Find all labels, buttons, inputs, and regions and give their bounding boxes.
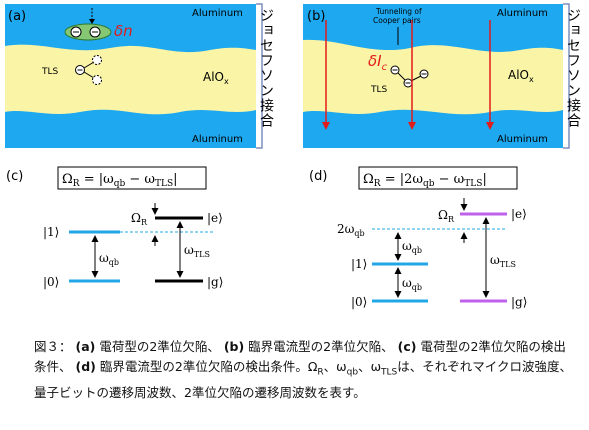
label-d: (d) [309, 169, 327, 184]
state-1-d: |1⟩ [351, 257, 367, 271]
condition-box-c [57, 166, 207, 190]
junction-label-b: ジョセフソン接合 [565, 8, 581, 128]
state-1-c: |1⟩ [43, 225, 59, 239]
barrier-b [303, 39, 563, 115]
barrier-label-a: AlOx [203, 70, 229, 86]
state-e-c: |e⟩ [207, 211, 223, 225]
tls-atom-icon [92, 55, 102, 65]
state-0-c: |0⟩ [43, 275, 59, 289]
electrode-top-label-b: Aluminum [497, 8, 548, 19]
label-a: (a) [8, 9, 26, 24]
bracket-a [256, 3, 263, 149]
panel-c: (c) ΩR = |ωqb − ωTLS| |1⟩ |0⟩ |e⟩ |g⟩ ωq… [6, 166, 223, 289]
condition-d: ΩR = |2ωqb − ωTLS| [363, 172, 487, 189]
state-g-d: |g⟩ [511, 295, 527, 309]
bracket-b [563, 3, 570, 149]
tls-label-a: TLS [41, 67, 59, 77]
state-0-d: |0⟩ [351, 295, 367, 309]
condition-c: ΩR = |ωqb − ωTLS| [62, 172, 178, 189]
panel-a: (a) Aluminum Aluminum AlOx TLS δn ジョセフソン… [5, 3, 274, 149]
label-b: (b) [307, 9, 325, 24]
figure: (a) Aluminum Aluminum AlOx TLS δn ジョセフソン… [5, 3, 581, 309]
charge-fluctuation-label: δn [114, 22, 133, 40]
current-fluctuation-label: δIc [368, 52, 388, 73]
barrier-a [5, 44, 256, 115]
electrode-bottom-label-b: Aluminum [497, 134, 548, 145]
electrode-top-label-a: Aluminum [192, 8, 243, 19]
omega-r-label-c: ΩR [131, 211, 148, 227]
two-omega-label-d: 2ωqb [337, 222, 365, 238]
junction-label-a: ジョセフソン接合 [258, 8, 274, 128]
label-c: (c) [6, 169, 23, 184]
barrier-label-b: AlOx [508, 68, 534, 84]
omega-qb-label-c: ωqb [99, 251, 119, 267]
omega-qb-label-lower-d: ωqb [402, 276, 422, 292]
electrode-bottom-label-a: Aluminum [192, 134, 243, 145]
figure-caption: 図３： (a) 電荷型の2準位欠陥、 (b) 臨界電流型の2準位欠陥、 (c) … [34, 339, 573, 400]
omega-tls-label-d: ωTLS [490, 253, 516, 269]
tls-label-b: TLS [370, 85, 388, 95]
panel-d: (d) ΩR = |2ωqb − ωTLS| 2ωqb |1⟩ |0⟩ |e⟩ … [309, 166, 527, 309]
omega-tls-label-c: ωTLS [184, 243, 210, 259]
tls-atom-icon [92, 75, 102, 85]
state-e-d: |e⟩ [511, 207, 527, 221]
state-g-c: |g⟩ [207, 275, 223, 289]
omega-r-label-d: ΩR [438, 208, 455, 224]
condition-box-d [358, 166, 518, 190]
omega-qb-label-upper-d: ωqb [402, 239, 422, 255]
